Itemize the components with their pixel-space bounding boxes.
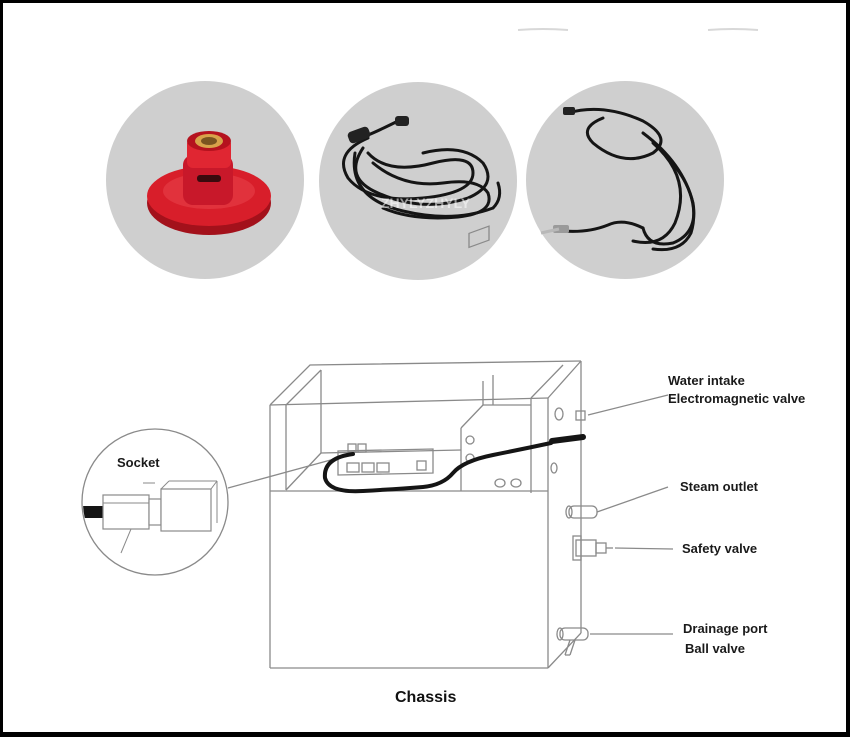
label-electromagnetic-valve: Electromagnetic valve	[668, 391, 806, 406]
diagram-title: Chassis	[395, 689, 457, 706]
label-steam-outlet: Steam outlet	[680, 479, 759, 494]
chassis-drawing	[227, 225, 674, 669]
diagram-canvas: ZHYLYZHYLY	[81, 28, 759, 669]
label-water-intake: Water intake	[668, 373, 745, 388]
socket-detail-circle	[81, 428, 229, 576]
photo-cable-probe	[526, 81, 724, 279]
diagram-sheet: ZHYLYZHYLY	[3, 3, 846, 732]
label-socket: Socket	[117, 455, 160, 470]
label-safety-valve: Safety valve	[682, 541, 758, 556]
photo-red-fitting	[106, 81, 304, 279]
label-ball-valve: Ball valve	[685, 641, 745, 656]
label-drainage-port: Drainage port	[683, 621, 768, 636]
photo-cable-plug: ZHYLYZHYLY	[319, 82, 517, 280]
svg-text:ZHYLYZHYLY: ZHYLYZHYLY	[381, 195, 471, 211]
internal-cable	[322, 441, 553, 494]
